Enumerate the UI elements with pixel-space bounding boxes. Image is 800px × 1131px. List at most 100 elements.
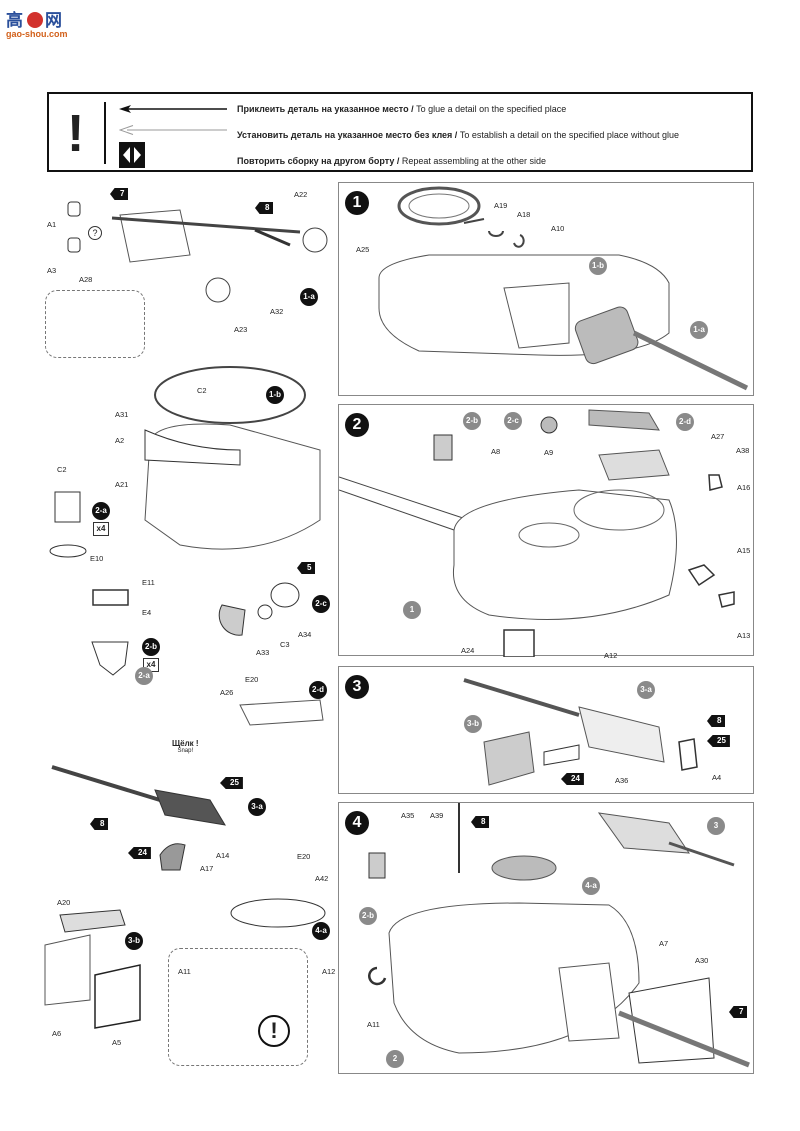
substep-badge: 1-b <box>266 386 284 404</box>
paint-color-star: 5 <box>297 562 316 574</box>
part-label: E4 <box>142 608 152 617</box>
part-label: A21 <box>115 480 129 489</box>
paint-color-star: 8 <box>255 202 274 214</box>
part-label: E20 <box>297 852 311 861</box>
legend-row-repeat: Повторить сборку на другом борту / Repea… <box>237 156 546 166</box>
snap-ru: Щёлк ! <box>172 739 199 748</box>
paint-color-star: 25 <box>707 735 730 747</box>
substep-ref-badge: 2-d <box>676 413 694 431</box>
part-label: A16 <box>737 483 751 492</box>
part-label: A34 <box>298 630 312 639</box>
substep-ref-badge: 2 <box>386 1050 404 1068</box>
step-number: 1 <box>345 191 369 215</box>
step-1-panel: 1 A25 A19 A18 A10 1-b 1-a <box>338 182 754 396</box>
repeat-other-side-icon <box>119 142 145 168</box>
substep-badge: 4-a <box>312 922 330 940</box>
part-label: A7 <box>659 939 669 948</box>
part-label: A22 <box>294 190 308 199</box>
legend-row-glue: Приклеить деталь на указанное место / To… <box>237 104 566 114</box>
part-label: E10 <box>90 554 104 563</box>
substep-badge: 1-a <box>300 288 318 306</box>
part-label: A6 <box>52 1029 62 1038</box>
part-label: A2 <box>115 436 125 445</box>
substep-ref-badge: 1-b <box>589 257 607 275</box>
quantity-multiplier: x4 <box>93 522 109 536</box>
part-label: E20 <box>245 675 259 684</box>
legend-ru: Повторить сборку на другом борту / <box>237 156 400 166</box>
question-icon: ? <box>88 226 102 240</box>
substep-ref-badge: 3-b <box>464 715 482 733</box>
substep-ref-badge: 2-b <box>463 412 481 430</box>
substep-badge: 2-d <box>309 681 327 699</box>
substep-ref-badge: 3 <box>707 817 725 835</box>
substep-badge: 3-b <box>125 932 143 950</box>
detail-inset-interior <box>168 948 308 1066</box>
part-label: A25 <box>356 245 370 254</box>
part-label: A12 <box>604 651 618 660</box>
part-label: A23 <box>234 325 248 334</box>
part-label: E11 <box>142 578 155 587</box>
paint-color-star: 8 <box>90 818 109 830</box>
step-2-panel: 2 2-b 2-c 2-d 1 A8 A9 A27 A38 A16 A15 A1… <box>338 404 754 660</box>
logo-char-left: 高 <box>6 11 25 31</box>
step-4-panel: 4 A35 A39 A7 A30 A11 3 4-a 2-b 2 8 7 <box>338 802 754 1074</box>
part-label: A24 <box>461 646 475 655</box>
turret-step4-drawing <box>368 803 750 1068</box>
part-label: A18 <box>517 210 531 219</box>
logo-gear-icon <box>27 12 43 28</box>
part-label: A1 <box>47 220 57 229</box>
part-label: A15 <box>737 546 751 555</box>
paint-color-star: 7 <box>729 1006 748 1018</box>
symbol-legend: ! Приклеить деталь на указанное место / … <box>47 92 753 172</box>
part-label: A5 <box>112 1038 122 1047</box>
substep-ref-badge: 4-a <box>582 877 600 895</box>
glue-arrow-icon <box>119 105 227 113</box>
legend-ru: Приклеить деталь на указанное место / <box>237 104 414 114</box>
step-number: 2 <box>345 413 369 437</box>
paint-color-star: 25 <box>220 777 243 789</box>
part-label: A11 <box>178 967 191 976</box>
paint-color-star: 24 <box>128 847 151 859</box>
substep-badge: 2-c <box>312 595 330 613</box>
substep-ref-badge: 2-a <box>135 667 153 685</box>
part-label: A27 <box>711 432 725 441</box>
part-label: A14 <box>216 851 230 860</box>
no-glue-arrow-icon <box>119 125 227 135</box>
paint-color-star: 8 <box>707 715 726 727</box>
logo-url: gao-shou.com <box>6 29 68 39</box>
step-number: 4 <box>345 811 369 835</box>
step-number: 3 <box>345 675 369 699</box>
step-3-panel: 3 3-a 3-b 8 25 24 A36 A4 <box>338 666 754 794</box>
substep-badge: 2-b <box>142 638 160 656</box>
part-label: A12 <box>322 967 336 976</box>
part-label: A32 <box>270 307 284 316</box>
part-label: A13 <box>737 631 751 640</box>
legend-ru: Установить деталь на указанное место без… <box>237 130 458 140</box>
part-label: A9 <box>544 448 554 457</box>
legend-divider <box>104 102 106 164</box>
part-label: A26 <box>220 688 234 697</box>
substep-ref-badge: 3-a <box>637 681 655 699</box>
part-label: A36 <box>615 776 629 785</box>
substep-ref-badge: 1-a <box>690 321 708 339</box>
part-label: A4 <box>712 773 722 782</box>
snap-en: Snap! <box>177 748 194 755</box>
substep-ref-badge: 2-c <box>504 412 522 430</box>
detail-inset-axle <box>45 290 145 358</box>
legend-en: Repeat assembling at the other side <box>401 156 546 166</box>
snap-callout: Щёлк !Snap! <box>172 739 199 755</box>
part-label: A39 <box>430 811 444 820</box>
part-label: A28 <box>79 275 93 284</box>
part-label: C2 <box>197 386 207 395</box>
part-label: A10 <box>551 224 565 233</box>
legend-en: To glue a detail on the specified place <box>416 104 567 114</box>
site-logo: 高网 gao-shou.com <box>6 6 76 40</box>
paint-color-star: 8 <box>471 816 490 828</box>
left-column-drawings <box>44 201 328 1029</box>
part-label: C3 <box>280 640 290 649</box>
paint-color-star: 7 <box>110 188 129 200</box>
part-label: A8 <box>491 447 501 456</box>
substep-badge: 3-a <box>248 798 266 816</box>
substep-badge: 2-a <box>92 502 110 520</box>
machinegun-step3-drawing <box>463 678 698 786</box>
